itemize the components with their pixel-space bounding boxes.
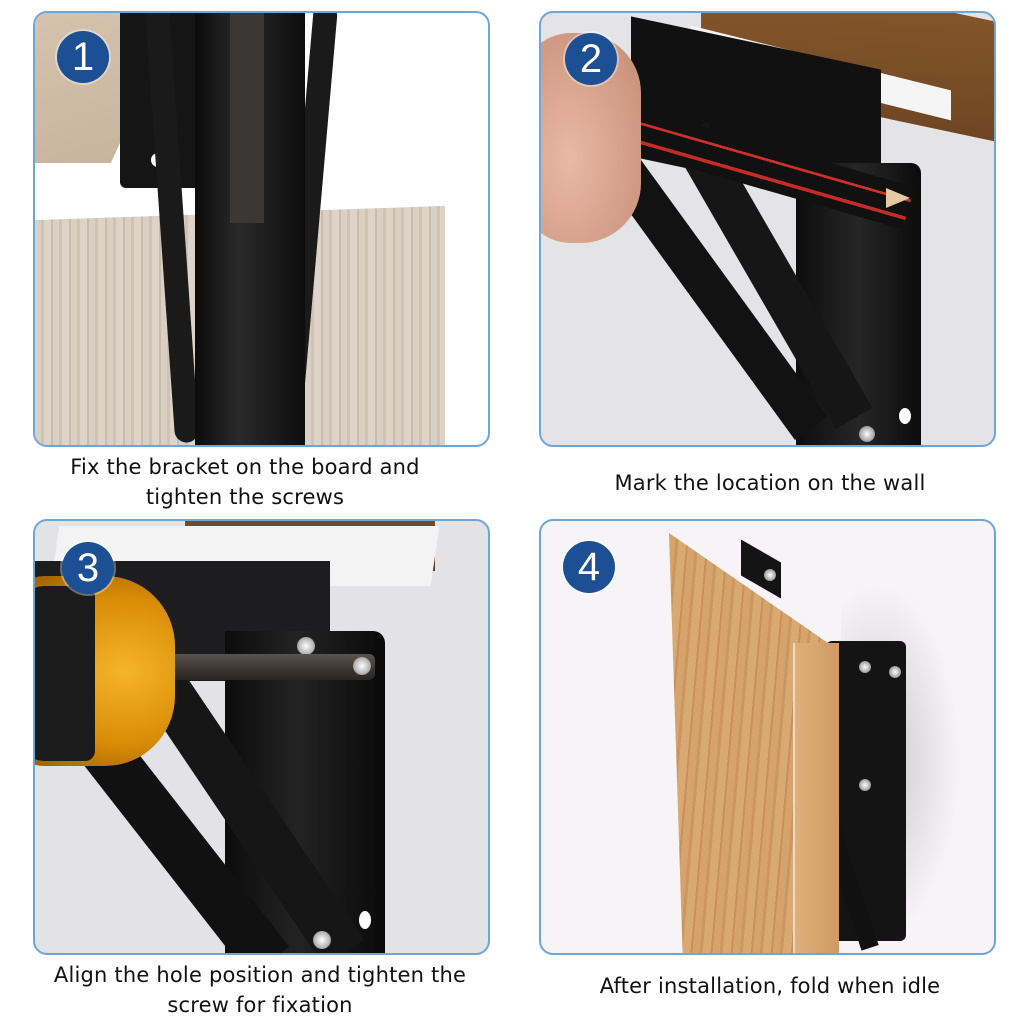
step-number-badge: 4 [563,541,615,593]
caption-line: After installation, fold when idle [599,974,941,998]
step-4-caption: After installation, fold when idle [555,971,985,1001]
step-2-caption: Mark the location on the wall [560,468,980,498]
step-4-photo: 4 [539,519,996,955]
step-number-badge: 2 [565,33,617,85]
step-number-badge: 1 [57,31,109,83]
screwdriver-shaft [165,654,375,680]
marking-wall-illustration [541,13,994,445]
folded-shelf-illustration [541,521,994,953]
step-3-caption: Align the hole position and tighten the … [22,960,498,1020]
caption-line: tighten the screws [145,485,345,509]
bracket-on-board-illustration [35,13,488,445]
caption-line: Align the hole position and tighten the [53,963,467,987]
caption-line: Fix the bracket on the board and [70,455,420,479]
caption-line: Mark the location on the wall [614,471,926,495]
step-2-photo: 2 [539,11,996,447]
screwdriver-illustration [35,521,488,953]
step-1-caption: Fix the bracket on the board and tighten… [30,452,460,512]
step-3-photo: 3 [33,519,490,955]
step-1-photo: 1 [33,11,490,447]
caption-line: screw for fixation [167,993,353,1017]
step-number-badge: 3 [62,542,114,594]
